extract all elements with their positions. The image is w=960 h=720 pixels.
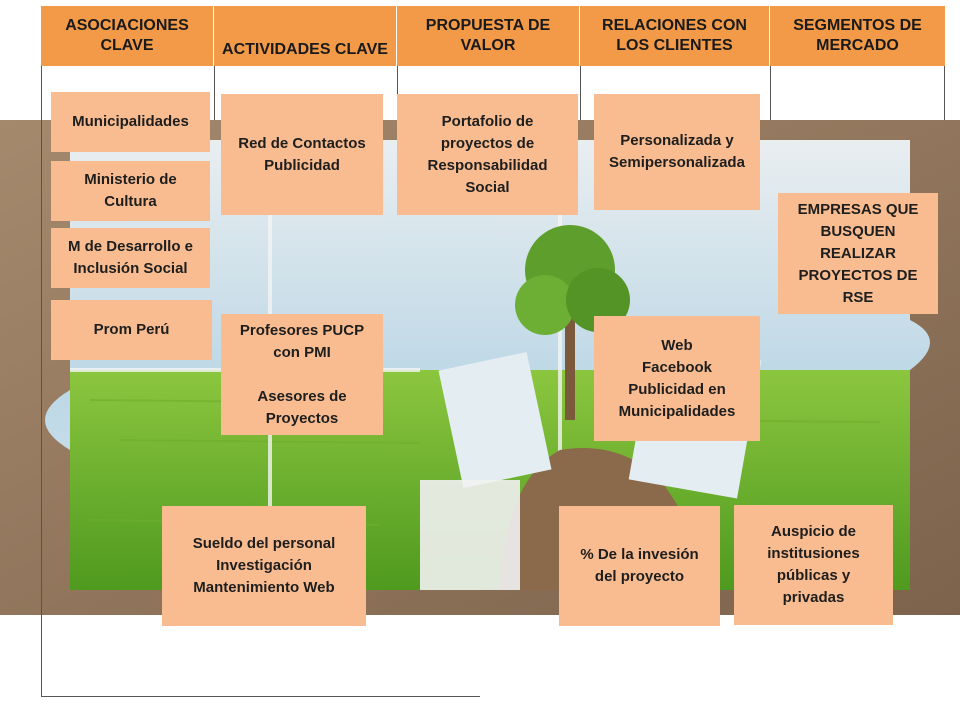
- header-value-proposition-label: PROPUESTA DE VALOR: [425, 17, 551, 54]
- box-profesores-asesores: Profesores PUCP con PMI Asesores de Proy…: [221, 314, 383, 435]
- box-empresas-rse: EMPRESAS QUE BUSQUEN REALIZAR PROYECTOS …: [778, 193, 938, 314]
- box-municipalidades: Municipalidades: [51, 92, 210, 152]
- header-row: ASOCIACIONES CLAVE ACTIVIDADES CLAVE PRO…: [41, 6, 945, 66]
- header-key-partners-label: ASOCIACIONES CLAVE: [65, 17, 189, 54]
- box-canales: Web Facebook Publicidad en Municipalidad…: [594, 316, 760, 441]
- header-customer-relationships: RELACIONES CON LOS CLIENTES: [580, 6, 770, 66]
- box-ministerio-cultura: Ministerio de Cultura: [51, 161, 210, 221]
- header-key-activities: ACTIVIDADES CLAVE: [214, 6, 397, 66]
- header-customer-segments-label: SEGMENTOS DE MERCADO: [793, 17, 922, 54]
- grid-line-col1: [214, 66, 215, 120]
- box-auspicio: Auspicio de institusiones públicas y pri…: [734, 505, 893, 625]
- header-customer-segments: SEGMENTOS DE MERCADO: [770, 6, 945, 66]
- box-personalizada: Personalizada y Semipersonalizada: [594, 94, 760, 210]
- header-key-activities-label: ACTIVIDADES CLAVE: [222, 41, 388, 58]
- box-porcentaje-inversion: % De la invesión del proyecto: [559, 506, 720, 626]
- header-value-proposition: PROPUESTA DE VALOR: [397, 6, 580, 66]
- grid-line-left: [41, 6, 42, 696]
- box-costos: Sueldo del personal Investigación Manten…: [162, 506, 366, 626]
- box-red-contactos: Red de Contactos Publicidad: [221, 94, 383, 215]
- grid-line-col2: [397, 66, 398, 120]
- box-prom-peru: Prom Perú: [51, 300, 212, 360]
- grid-line-col3: [580, 66, 581, 120]
- box-portafolio: Portafolio de proyectos de Responsabilid…: [397, 94, 578, 215]
- header-customer-relationships-label: RELACIONES CON LOS CLIENTES: [602, 17, 747, 54]
- box-desarrollo-inclusion: M de Desarrollo e Inclusión Social: [51, 228, 210, 288]
- grid-line-bottom: [41, 696, 480, 697]
- header-key-partners: ASOCIACIONES CLAVE: [41, 6, 214, 66]
- grid-line-col4: [770, 66, 771, 120]
